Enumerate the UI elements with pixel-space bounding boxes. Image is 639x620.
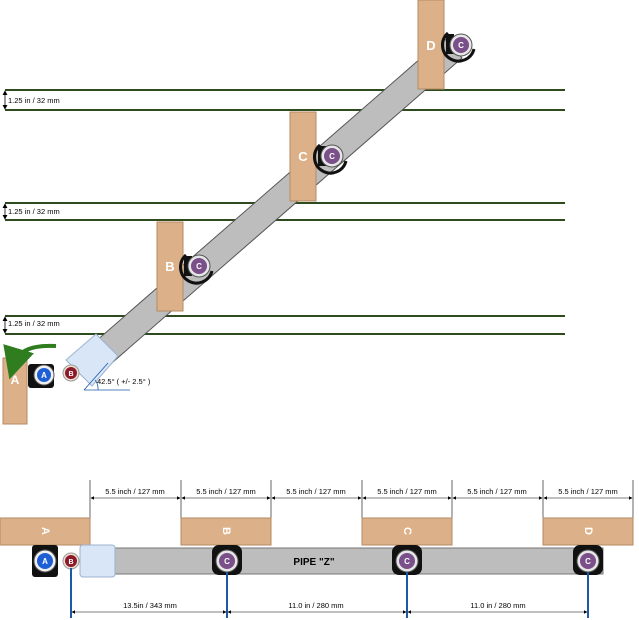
pipe-z-label: PIPE "Z" bbox=[293, 557, 334, 568]
bearing-a-top: A bbox=[28, 364, 55, 388]
board-d-flat-label: D bbox=[582, 527, 594, 535]
top-dimension-ticks bbox=[89, 480, 634, 545]
top-dim-6: 5.5 inch / 127 mm bbox=[558, 487, 618, 496]
bearing-c1-flat: C bbox=[212, 545, 242, 575]
board-c-flat-label: C bbox=[401, 527, 413, 535]
bearing-b-flat: B bbox=[62, 552, 80, 570]
bearing-c2-top: C bbox=[313, 143, 348, 175]
gap-label-1: 1.25 in / 32 mm bbox=[8, 96, 60, 105]
board-c-label: C bbox=[298, 149, 308, 164]
straight-view: 5.5 inch / 127 mm 5.5 inch / 127 mm 5.5 … bbox=[0, 480, 634, 618]
top-dim-4: 5.5 inch / 127 mm bbox=[377, 487, 437, 496]
angled-view: 1.25 in / 32 mm 1.25 in / 32 mm 1.25 in … bbox=[2, 0, 565, 425]
bearing-b-top-label: B bbox=[68, 371, 73, 378]
gap-label-3: 1.25 in / 32 mm bbox=[8, 319, 60, 328]
board-d bbox=[417, 0, 445, 90]
bearing-c1-top: C bbox=[179, 253, 214, 285]
bearing-c2-top-label: C bbox=[329, 152, 335, 161]
top-dim-2: 5.5 inch / 127 mm bbox=[196, 487, 256, 496]
board-b-label: B bbox=[165, 259, 174, 274]
top-dim-1: 5.5 inch / 127 mm bbox=[105, 487, 165, 496]
bearing-c3-top: C bbox=[441, 31, 476, 63]
top-dimensions: 5.5 inch / 127 mm 5.5 inch / 127 mm 5.5 … bbox=[90, 487, 633, 500]
board-d-label: D bbox=[426, 38, 435, 53]
angle-indicator: 42.5° ( +/- 2.5° ) bbox=[83, 362, 151, 391]
bearing-c3-flat: C bbox=[573, 545, 603, 575]
board-c bbox=[289, 111, 317, 202]
flat-coupling bbox=[79, 544, 116, 578]
board-b bbox=[156, 221, 184, 312]
bottom-dim-2: 11.0 in / 280 mm bbox=[288, 601, 343, 610]
board-b-flat-label: B bbox=[220, 527, 232, 535]
board-a-label: A bbox=[11, 373, 20, 387]
board-c-flat bbox=[361, 517, 453, 546]
bottom-dim-1: 13.5in / 343 mm bbox=[123, 601, 177, 610]
board-a-flat-label: A bbox=[39, 527, 51, 535]
bearing-a-flat: A bbox=[32, 545, 58, 577]
board-b-flat bbox=[180, 517, 272, 546]
board-a bbox=[2, 357, 28, 425]
bearing-c1-top-label: C bbox=[196, 262, 202, 271]
bearing-c3-flat-label: C bbox=[585, 557, 591, 566]
bearing-a-top-label: A bbox=[41, 371, 47, 380]
bearing-c2-flat-label: C bbox=[404, 557, 410, 566]
bearing-a-flat-label: A bbox=[42, 557, 48, 566]
bearing-b-top: B bbox=[62, 364, 80, 382]
bottom-dim-3: 11.0 in / 280 mm bbox=[470, 601, 525, 610]
top-dim-3: 5.5 inch / 127 mm bbox=[286, 487, 346, 496]
bearing-c2-flat: C bbox=[392, 545, 422, 575]
top-dim-5: 5.5 inch / 127 mm bbox=[467, 487, 527, 496]
center-lines bbox=[70, 568, 589, 618]
gap-dimensions: 1.25 in / 32 mm 1.25 in / 32 mm 1.25 in … bbox=[2, 90, 60, 334]
rotation-arrow bbox=[3, 343, 57, 380]
gap-label-2: 1.25 in / 32 mm bbox=[8, 207, 60, 216]
bearing-c1-flat-label: C bbox=[224, 557, 230, 566]
pipe-z bbox=[94, 547, 604, 575]
bearing-b-flat-label: B bbox=[68, 559, 73, 566]
bearing-c3-top-label: C bbox=[458, 41, 464, 50]
bottom-dimensions: 13.5in / 343 mm 11.0 in / 280 mm 11.0 in… bbox=[71, 601, 588, 614]
angle-label: 42.5° ( +/- 2.5° ) bbox=[97, 377, 151, 386]
board-d-flat bbox=[542, 517, 634, 546]
